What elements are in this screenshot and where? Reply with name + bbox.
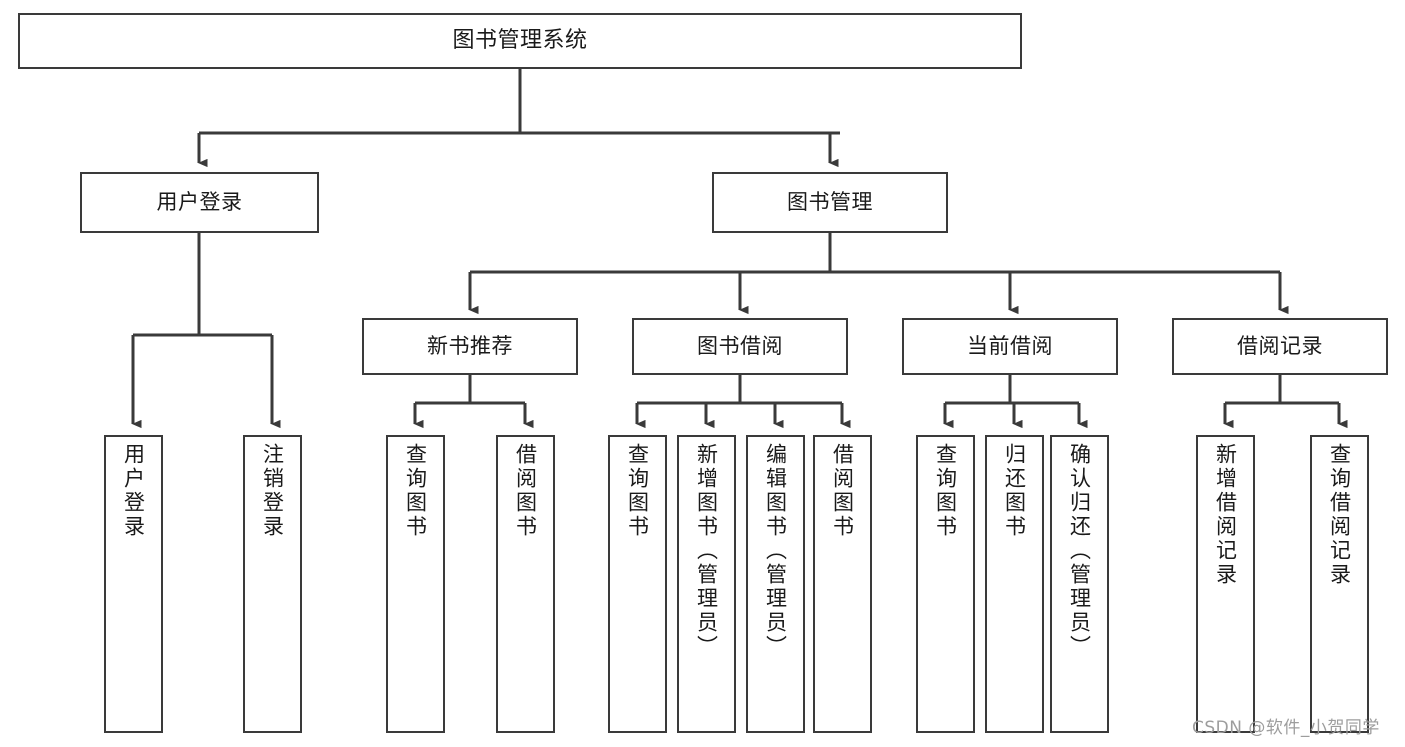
node-label: 借阅图书	[513, 443, 538, 539]
node-leaf-add-book-admin[interactable]: 新增图书（管理员）	[677, 435, 736, 733]
node-book-borrow[interactable]: 图书借阅	[632, 318, 848, 375]
node-label: 新增借阅记录	[1213, 443, 1238, 587]
node-leaf-logout[interactable]: 注销登录	[243, 435, 302, 733]
node-leaf-query-borrow-record[interactable]: 查询借阅记录	[1310, 435, 1369, 733]
node-leaf-confirm-return-admin[interactable]: 确认归还（管理员）	[1050, 435, 1109, 733]
node-label: 注销登录	[260, 443, 285, 539]
node-label: 用户登录	[121, 443, 146, 539]
node-label: 图书借阅	[697, 333, 783, 358]
node-root-book-management-system[interactable]: 图书管理系统	[18, 13, 1022, 69]
node-label: 查询图书	[933, 443, 958, 539]
node-new-book-recommend[interactable]: 新书推荐	[362, 318, 578, 375]
node-label: 归还图书	[1002, 443, 1027, 539]
node-label: 新增图书（管理员）	[694, 443, 719, 659]
node-borrow-record[interactable]: 借阅记录	[1172, 318, 1388, 375]
node-label: 借阅图书	[830, 443, 855, 539]
node-label: 当前借阅	[967, 333, 1053, 358]
node-book-management[interactable]: 图书管理	[712, 172, 948, 233]
node-leaf-query-book-borrow[interactable]: 查询图书	[608, 435, 667, 733]
node-label: 确认归还（管理员）	[1067, 443, 1092, 659]
node-leaf-borrow-book[interactable]: 借阅图书	[813, 435, 872, 733]
node-label: 查询图书	[403, 443, 428, 539]
node-label: 查询借阅记录	[1327, 443, 1352, 587]
node-current-borrow[interactable]: 当前借阅	[902, 318, 1118, 375]
node-leaf-query-book-current[interactable]: 查询图书	[916, 435, 975, 733]
node-leaf-query-book-recommend[interactable]: 查询图书	[386, 435, 445, 733]
node-label: 图书管理系统	[452, 27, 588, 53]
node-label: 借阅记录	[1237, 333, 1323, 358]
csdn-watermark: CSDN @软件_小贺同学	[1192, 718, 1380, 738]
node-leaf-edit-book-admin[interactable]: 编辑图书（管理员）	[746, 435, 805, 733]
node-label: 新书推荐	[427, 333, 513, 358]
node-label: 用户登录	[156, 189, 243, 214]
node-leaf-add-borrow-record[interactable]: 新增借阅记录	[1196, 435, 1255, 733]
node-label: 查询图书	[625, 443, 650, 539]
node-leaf-user-login[interactable]: 用户登录	[104, 435, 163, 733]
node-leaf-borrow-book-recommend[interactable]: 借阅图书	[496, 435, 555, 733]
node-label: 图书管理	[787, 189, 873, 214]
node-label: 编辑图书（管理员）	[763, 443, 788, 659]
node-leaf-return-book[interactable]: 归还图书	[985, 435, 1044, 733]
node-user-login[interactable]: 用户登录	[80, 172, 319, 233]
